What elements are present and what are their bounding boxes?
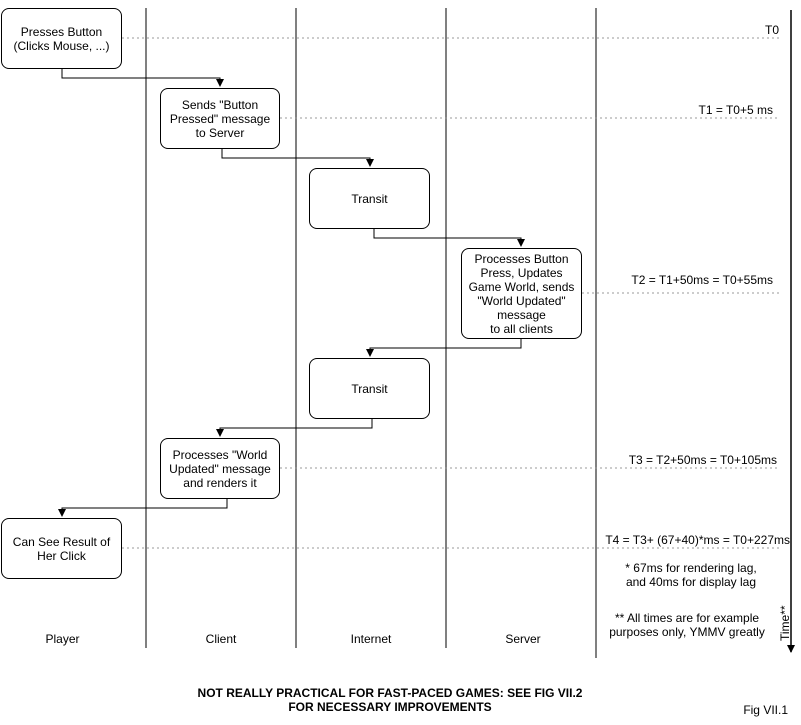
- connector-2: [221, 148, 374, 167]
- lane-label-client: Client: [205, 632, 237, 646]
- step-transit-down: Transit: [309, 358, 430, 419]
- time-label-t1: T1 = T0+5 ms: [698, 103, 773, 117]
- lane-label-player: Player: [45, 632, 80, 646]
- disclaimer-note: ** All times are for example purposes on…: [609, 611, 765, 639]
- time-label-t2: T2 = T1+50ms = T0+55ms: [631, 273, 773, 287]
- step-send-message: Sends "Button Pressed" message to Server: [160, 88, 280, 149]
- render-lag-note: * 67ms for rendering lag, and 40ms for d…: [625, 561, 757, 589]
- footer-warning: NOT REALLY PRACTICAL FOR FAST-PACED GAME…: [197, 686, 583, 714]
- time-label-t0: T0: [764, 23, 779, 37]
- connector-4: [366, 338, 522, 357]
- connector-1: [61, 68, 224, 87]
- step-see-result: Can See Result of Her Click: [1, 518, 122, 579]
- lane-label-internet: Internet: [350, 632, 392, 646]
- time-label-t4: T4 = T3+ (67+40)*ms = T0+227ms: [605, 533, 790, 547]
- step-press-button: Presses Button (Clicks Mouse, ...): [1, 8, 122, 69]
- time-label-t3: T3 = T2+50ms = T0+105ms: [628, 453, 777, 467]
- connector-3: [373, 228, 525, 247]
- step-client-render: Processes "World Updated" message and re…: [160, 438, 280, 499]
- step-transit-up: Transit: [309, 168, 430, 229]
- figure-label: Fig VII.1: [743, 703, 788, 717]
- lane-label-server: Server: [505, 632, 541, 646]
- connector-6: [58, 498, 228, 517]
- connector-5: [216, 418, 373, 437]
- time-axis-label: Time**: [778, 605, 792, 641]
- step-server-process: Processes Button Press, Updates Game Wor…: [461, 248, 582, 339]
